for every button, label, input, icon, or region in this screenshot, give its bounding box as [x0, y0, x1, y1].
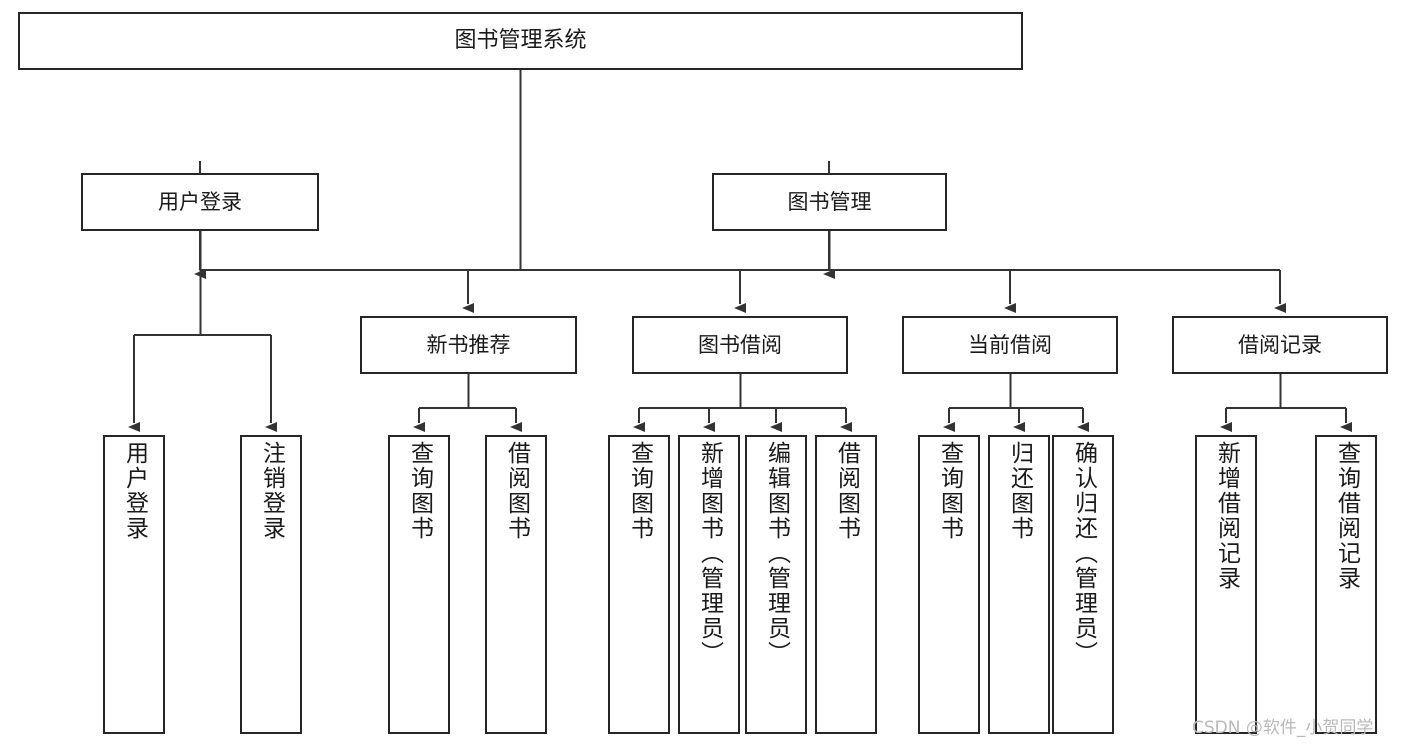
node-borrow-records[interactable]: 借阅记录 — [1172, 316, 1388, 374]
node-leaf-current-confirm-return[interactable]: 确认归还（管理员） — [1052, 435, 1114, 734]
node-book-management-label: 图书管理 — [787, 189, 872, 214]
node-leaf-borrow-add-book-label: 新增图书（管理员） — [696, 441, 723, 666]
node-leaf-borrow-query-label: 查询图书 — [626, 441, 653, 541]
node-leaf-current-return[interactable]: 归还图书 — [988, 435, 1050, 734]
node-root[interactable]: 图书管理系统 — [18, 12, 1023, 70]
node-leaf-newbook-borrow-label: 借阅图书 — [503, 441, 530, 541]
node-leaf-newbook-query-label: 查询图书 — [406, 441, 433, 541]
node-book-management[interactable]: 图书管理 — [712, 173, 947, 231]
watermark: CSDN @软件_小贺同学 — [1192, 718, 1374, 738]
node-leaf-records-query-label: 查询借阅记录 — [1333, 441, 1360, 591]
node-leaf-newbook-borrow[interactable]: 借阅图书 — [485, 435, 547, 734]
node-new-book-recommend[interactable]: 新书推荐 — [360, 316, 577, 374]
node-leaf-borrow-edit-book[interactable]: 编辑图书（管理员） — [745, 435, 807, 734]
node-leaf-current-return-label: 归还图书 — [1006, 441, 1033, 541]
node-book-borrow[interactable]: 图书借阅 — [632, 316, 848, 374]
node-leaf-user-logout[interactable]: 注销登录 — [240, 435, 302, 734]
node-leaf-current-confirm-return-label: 确认归还（管理员） — [1070, 441, 1097, 666]
node-leaf-current-query[interactable]: 查询图书 — [918, 435, 980, 734]
node-new-book-recommend-label: 新书推荐 — [426, 332, 511, 357]
node-leaf-user-logout-label: 注销登录 — [258, 441, 285, 541]
node-leaf-user-login-label: 用户登录 — [121, 441, 148, 541]
node-leaf-user-login[interactable]: 用户登录 — [103, 435, 165, 734]
node-leaf-borrow-borrow-book-label: 借阅图书 — [833, 441, 860, 541]
node-leaf-current-query-label: 查询图书 — [936, 441, 963, 541]
node-user-login[interactable]: 用户登录 — [81, 173, 319, 231]
node-current-borrow-label: 当前借阅 — [968, 332, 1052, 357]
node-borrow-records-label: 借阅记录 — [1238, 332, 1322, 357]
node-leaf-borrow-edit-book-label: 编辑图书（管理员） — [763, 441, 790, 666]
node-leaf-borrow-query[interactable]: 查询图书 — [608, 435, 670, 734]
node-user-login-label: 用户登录 — [158, 189, 242, 214]
node-leaf-records-add-label: 新增借阅记录 — [1213, 441, 1240, 591]
node-leaf-newbook-query[interactable]: 查询图书 — [388, 435, 450, 734]
node-leaf-borrow-borrow-book[interactable]: 借阅图书 — [815, 435, 877, 734]
node-current-borrow[interactable]: 当前借阅 — [902, 316, 1118, 374]
node-root-label: 图书管理系统 — [454, 28, 587, 54]
node-leaf-records-query[interactable]: 查询借阅记录 — [1315, 435, 1377, 734]
node-book-borrow-label: 图书借阅 — [698, 332, 782, 357]
node-leaf-borrow-add-book[interactable]: 新增图书（管理员） — [678, 435, 740, 734]
node-leaf-records-add[interactable]: 新增借阅记录 — [1195, 435, 1257, 734]
